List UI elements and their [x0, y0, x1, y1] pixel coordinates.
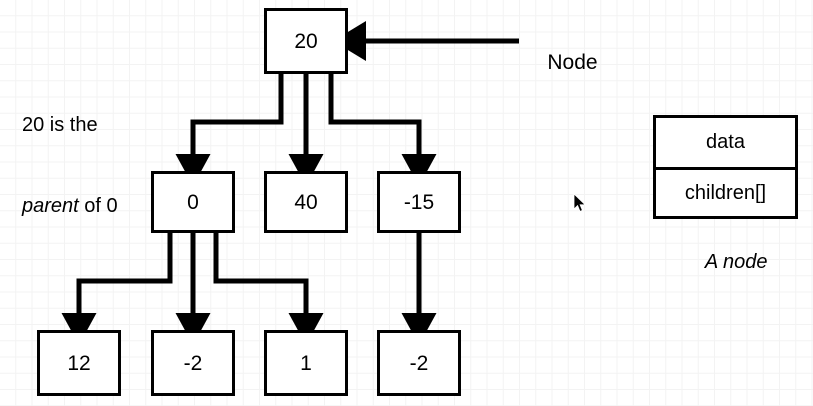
tree-node-1[interactable]: 1: [264, 330, 348, 396]
tree-node-20[interactable]: 20: [264, 8, 348, 74]
legend-children-label: children[]: [684, 181, 767, 204]
tree-node-label: 0: [187, 190, 199, 214]
parent-keyword: parent: [22, 195, 79, 217]
tree-node-label: 12: [67, 351, 91, 375]
legend-data-label: data: [706, 131, 745, 153]
legend-cell-data: data: [656, 118, 795, 167]
legend-caption: A node: [653, 228, 798, 297]
tree-node-0[interactable]: 0: [151, 171, 235, 233]
edge-20-to-0: [175, 74, 284, 186]
parent-annotation-line2: parent of 0: [22, 193, 118, 220]
tree-node--2-b[interactable]: -2: [377, 330, 461, 396]
tree-node-label: -2: [183, 351, 203, 375]
tree-node--15[interactable]: -15: [377, 171, 461, 233]
tree-node-12[interactable]: 12: [37, 330, 121, 396]
legend-node-box: data children[]: [653, 115, 798, 219]
legend-caption-text: A node: [704, 251, 768, 273]
tree-node-label: -15: [403, 190, 435, 214]
tree-node-40[interactable]: 40: [264, 171, 348, 233]
parent-annotation-line1: 20 is the: [22, 114, 98, 136]
edge-0-to-1: [213, 233, 324, 345]
tree-node-label: 20: [294, 29, 318, 53]
node-callout-text: Node: [547, 51, 598, 74]
edge-20-to--15: [328, 74, 437, 186]
node-callout-label: Node: [524, 27, 598, 99]
mouse-cursor-icon: [573, 193, 586, 212]
tree-node-label: -2: [409, 351, 429, 375]
parent-annotation-suffix: of 0: [78, 195, 118, 217]
tree-node-label: 1: [300, 351, 312, 375]
tree-node--2-a[interactable]: -2: [151, 330, 235, 396]
parent-annotation: 20 is the parent of 0: [22, 58, 118, 274]
tree-node-label: 40: [294, 190, 318, 214]
legend-cell-children: children[]: [656, 167, 795, 216]
